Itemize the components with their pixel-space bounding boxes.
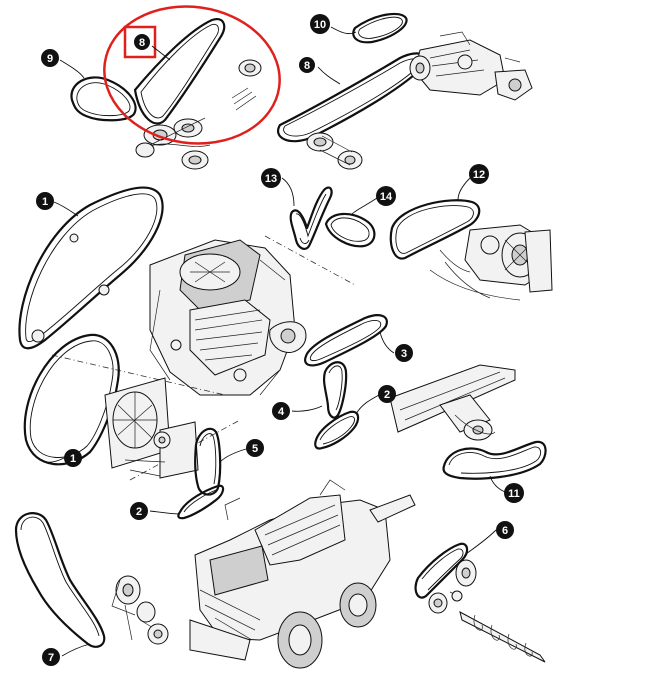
leader-11 (489, 475, 506, 493)
leader-10 (330, 26, 357, 35)
combine-engine (149, 239, 307, 396)
dash-line-2 (51, 354, 226, 396)
auger-drive-assembly (428, 559, 546, 663)
dash-line-3 (129, 419, 241, 481)
callout-c5: 5 (246, 439, 264, 457)
callout-circle (134, 34, 150, 50)
callout-label: 9 (47, 53, 53, 65)
callout-label: 2 (384, 389, 390, 401)
callout-c6: 6 (496, 521, 514, 539)
callout-circle (496, 521, 514, 539)
belt-8-lower (277, 52, 428, 170)
callout-circle (246, 439, 264, 457)
pulley-set-lower-left (111, 575, 169, 645)
callout-label: 5 (252, 443, 258, 455)
callout-c1a: 1 (36, 192, 54, 210)
callout-c8a: 8 (134, 34, 150, 50)
belt-3 (304, 314, 388, 367)
callout-label: 8 (304, 60, 310, 72)
callout-label: 1 (42, 196, 48, 208)
callout-c11: 11 (504, 483, 524, 503)
callout-circle (261, 168, 281, 188)
gearbox-assembly-top (409, 31, 533, 101)
callout-label: 3 (401, 348, 407, 360)
leader-8a (151, 45, 171, 61)
leader-14 (351, 197, 378, 215)
callout-circle (299, 57, 315, 73)
callout-circle (310, 14, 330, 34)
belt-6 (414, 542, 469, 599)
belt-10 (352, 12, 408, 44)
belt-1-upper (18, 186, 164, 350)
callout-c7: 7 (42, 648, 60, 666)
callout-label: 8 (139, 37, 145, 49)
leader-6 (465, 529, 497, 555)
leader-2a (355, 394, 380, 415)
callout-c12: 12 (469, 164, 489, 184)
callout-circle (272, 402, 290, 420)
belt-9 (70, 76, 137, 122)
callout-c3: 3 (395, 344, 413, 362)
highlight-annotation (103, 5, 281, 145)
leader-13 (281, 177, 295, 207)
combine-harvester (189, 479, 416, 669)
leader-1b (41, 457, 65, 463)
belt-13 (289, 186, 333, 250)
header-frame-assembly (389, 364, 516, 441)
belt-4 (322, 361, 348, 419)
callout-circle (130, 502, 148, 520)
fan-drive-assembly (429, 224, 553, 301)
belt-5 (194, 427, 222, 496)
callout-circle (41, 49, 59, 67)
belt-7 (14, 512, 106, 648)
callout-c9: 9 (41, 49, 59, 67)
leader-7 (61, 643, 91, 657)
callout-circle (469, 164, 489, 184)
callout-circle (42, 648, 60, 666)
leader-1a (53, 201, 79, 217)
dash-line-1 (264, 235, 356, 286)
callout-label: 7 (48, 652, 54, 664)
leader-4 (291, 405, 323, 412)
callout-label: 14 (380, 191, 393, 203)
callout-c8b: 8 (299, 57, 315, 73)
belt-2-lower (177, 484, 225, 520)
callout-circle (36, 192, 54, 210)
leader-2b (149, 510, 181, 515)
callout-label: 2 (136, 506, 142, 518)
radiator-assembly (104, 377, 199, 479)
callout-c2b: 2 (130, 502, 148, 520)
belt-12 (389, 199, 481, 260)
leader-8b (317, 66, 341, 85)
callout-label: 4 (278, 406, 285, 418)
callout-c10: 10 (310, 14, 330, 34)
belt-2-middle (314, 410, 360, 450)
leader-9 (59, 59, 85, 79)
callout-label: 12 (473, 169, 485, 181)
callout-c4: 4 (272, 402, 290, 420)
belt-1-lower (23, 333, 120, 466)
callout-label: 11 (508, 488, 520, 500)
callout-c1b: 1 (64, 449, 82, 467)
callout-label: 13 (265, 173, 277, 185)
callout-label: 1 (70, 453, 76, 465)
callout-label: 10 (314, 19, 326, 31)
callout-circle (376, 186, 396, 206)
belt-14 (324, 212, 376, 248)
callout-circle (395, 344, 413, 362)
callout-c2a: 2 (378, 385, 396, 403)
callout-label: 6 (502, 525, 508, 537)
callout-c13: 13 (261, 168, 281, 188)
leader-3 (379, 331, 395, 354)
belt-11 (442, 440, 547, 480)
callout-circle (64, 449, 82, 467)
leader-5 (219, 448, 247, 463)
leader-12 (457, 177, 471, 201)
callout-circle (378, 385, 396, 403)
callout-c14: 14 (376, 186, 396, 206)
callout-circle (504, 483, 524, 503)
